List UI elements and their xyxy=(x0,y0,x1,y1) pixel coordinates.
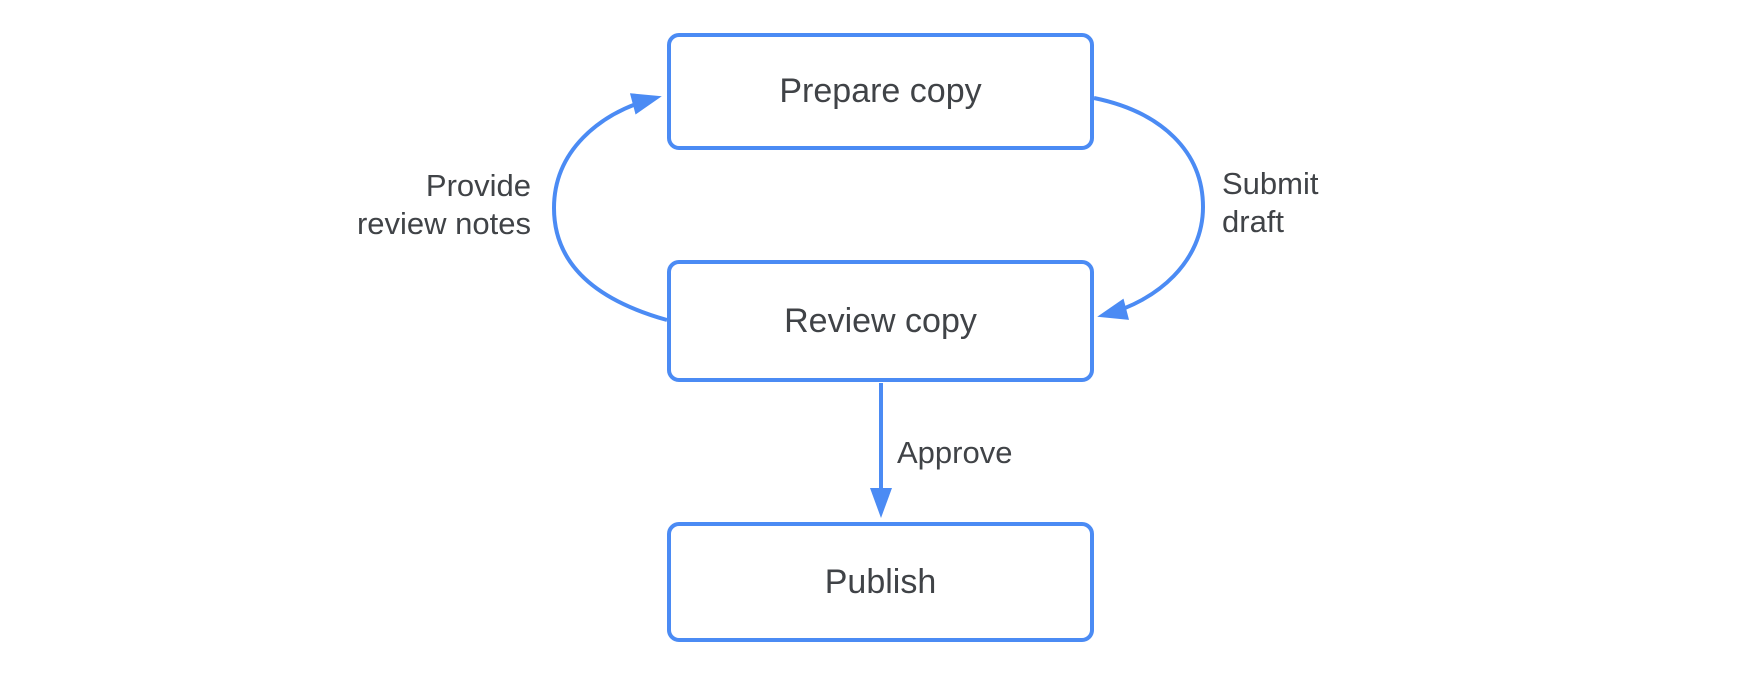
edge-label-provide-review-notes: Provide review notes xyxy=(231,167,531,243)
edge-label-line: Provide xyxy=(425,168,531,203)
node-review-copy: Review copy xyxy=(667,260,1094,382)
node-label-review-copy: Review copy xyxy=(784,301,977,340)
edge-label-submit-draft: Submit draft xyxy=(1222,165,1318,241)
edge-label-approve: Approve xyxy=(897,434,1012,472)
edge-label-line: draft xyxy=(1222,204,1285,239)
node-label-prepare-copy: Prepare copy xyxy=(779,72,982,110)
edge-label-line: Approve xyxy=(897,435,1013,470)
node-prepare-copy: Prepare copy xyxy=(667,33,1094,150)
edge-submit-draft xyxy=(1093,96,1206,320)
edge-provide-review-notes xyxy=(551,93,668,322)
node-label-publish: Publish xyxy=(824,562,937,601)
edge-label-line: review notes xyxy=(356,206,531,241)
edge-label-line: Submit xyxy=(1222,166,1319,201)
node-publish: Publish xyxy=(667,522,1094,642)
